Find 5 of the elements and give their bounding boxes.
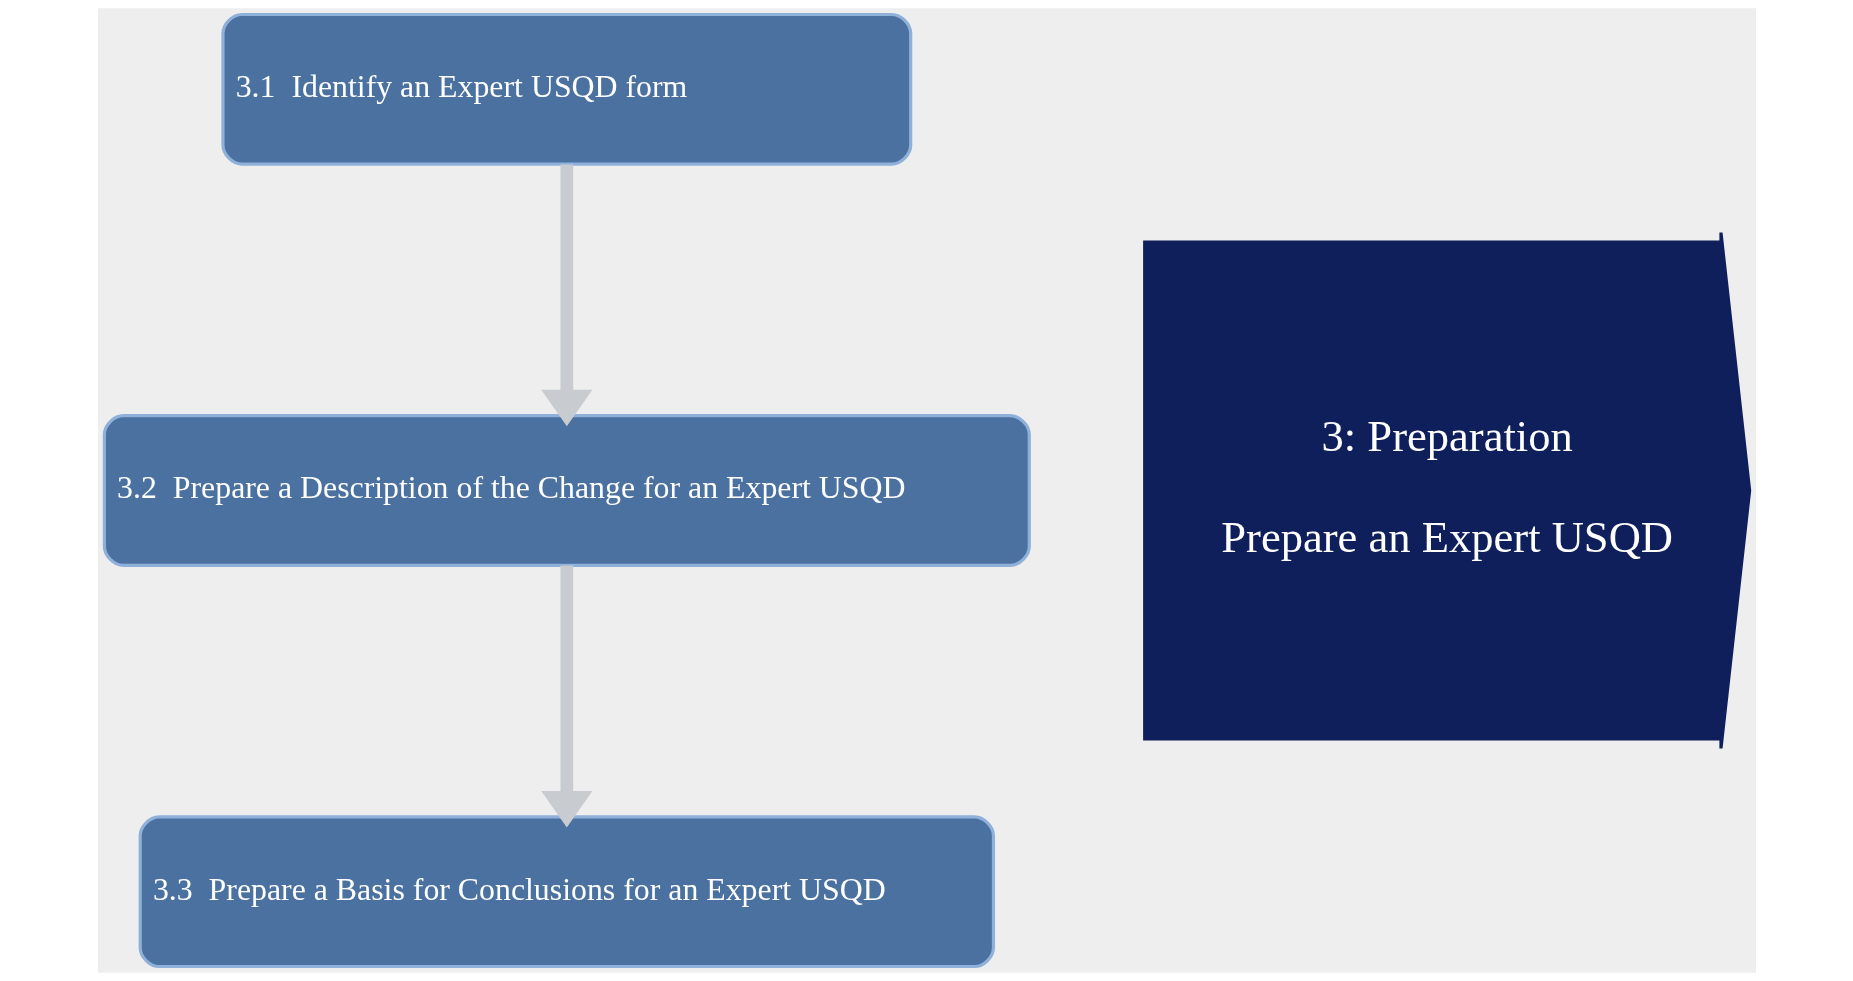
arrow: [540, 164, 592, 427]
arrow: [540, 565, 592, 828]
node-box: 3.1 Identify an Expert USQD form: [220, 12, 912, 166]
node-box: 3.2 Prepare a Description of the Change for an Expert USQD: [102, 414, 1031, 567]
node-box: 3.3 Prepare a Basis for Conclusions for an Expert USQD: [138, 815, 995, 969]
